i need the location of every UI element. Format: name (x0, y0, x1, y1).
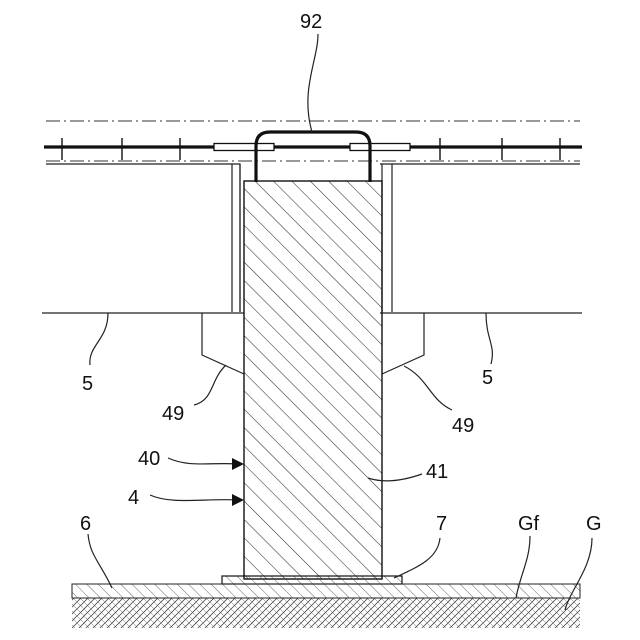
leader-49-right (404, 366, 452, 410)
leader-5-left (90, 313, 108, 365)
label-G: G (586, 513, 602, 535)
label-5-left: 5 (82, 373, 93, 395)
anchor-bar-92 (256, 132, 370, 182)
label-4: 4 (128, 487, 139, 509)
leader-6 (88, 534, 112, 588)
haunch-left (202, 313, 244, 374)
haunch-right (382, 313, 424, 374)
label-49-left: 49 (162, 403, 184, 425)
label-92: 92 (300, 11, 322, 33)
label-49-right: 49 (452, 415, 474, 437)
base-plate-7 (222, 576, 402, 584)
leader-40 (168, 458, 238, 464)
label-5-right: 5 (482, 367, 493, 389)
leader-7 (394, 538, 440, 578)
arrowhead-4 (232, 494, 244, 506)
arrowhead-40 (232, 458, 244, 470)
leader-49-left (194, 365, 226, 405)
leader-5-right (486, 313, 492, 364)
column-41 (244, 181, 382, 579)
coupler-right (350, 144, 410, 151)
label-7: 7 (436, 513, 447, 535)
leader-92 (308, 34, 318, 132)
leader-4 (150, 495, 238, 501)
rebar-ticks (62, 138, 560, 160)
label-Gf: Gf (518, 513, 540, 535)
coupler-left (214, 144, 274, 151)
label-41: 41 (426, 461, 448, 483)
ground-G (72, 598, 580, 628)
foundation-slab-6 (72, 584, 580, 598)
label-6: 6 (80, 513, 91, 535)
label-40: 40 (138, 448, 160, 470)
